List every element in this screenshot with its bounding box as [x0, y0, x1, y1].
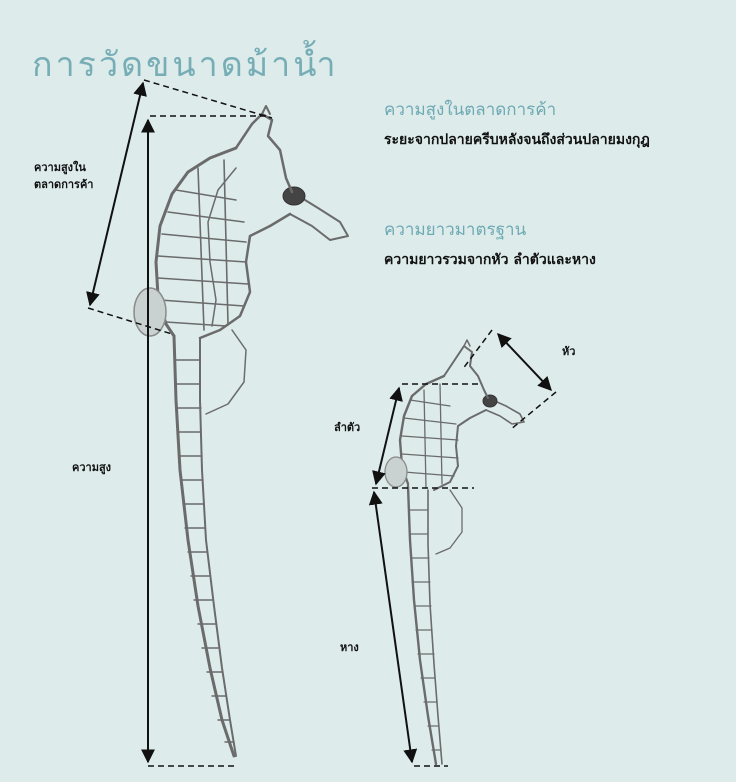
- seahorse-large-illustration: [134, 106, 348, 756]
- seahorse-small-illustration: [385, 340, 524, 764]
- height-label: ความสูง: [72, 460, 111, 477]
- trunk-label: ลำตัว: [334, 420, 360, 437]
- tail-label: หาง: [340, 640, 359, 657]
- head-label: หัว: [562, 344, 575, 361]
- trade-height-label-line2: ตลาดการค้า: [34, 177, 94, 194]
- trade-height-measurement: [88, 80, 272, 334]
- trade-height-label: ความสูงใน ตลาดการค้า: [34, 160, 94, 193]
- tail-measurement: [374, 492, 448, 766]
- trade-height-label-line1: ความสูงใน: [34, 160, 94, 177]
